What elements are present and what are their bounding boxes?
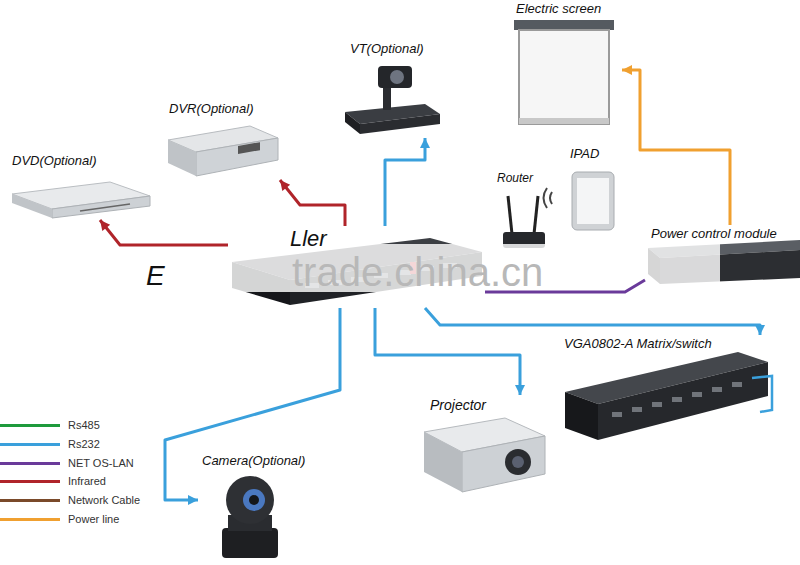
cable-line (425, 308, 760, 335)
legend-row: Infrared (0, 474, 160, 488)
device-node: DVR(Optional) (163, 100, 280, 188)
legend-swatch (0, 424, 60, 427)
arrow-head (622, 65, 632, 75)
title-fragment: E (146, 260, 165, 292)
signal-cable (100, 220, 228, 245)
wifi-symbol (544, 188, 553, 208)
device-label: Ller (290, 226, 327, 251)
signal-cable (425, 308, 765, 335)
legend-swatch (0, 499, 60, 502)
legend-text: Network Cable (68, 493, 140, 507)
projector-figure (424, 418, 545, 492)
device-node: DVD(Optional) (8, 150, 153, 220)
legend-text: Infrared (68, 474, 106, 488)
signal-cable (375, 308, 525, 395)
legend-row: NET OS-LAN (0, 456, 160, 470)
cable-line (375, 308, 520, 395)
device-label: DVR(Optional) (169, 102, 254, 117)
dvr-figure (168, 126, 278, 176)
ptz-camera-figure (222, 476, 278, 558)
device-label: VT(Optional) (350, 42, 424, 57)
arrow-head (100, 220, 110, 231)
device-node: Projector (418, 395, 548, 498)
cable-line (622, 70, 730, 225)
legend-swatch (0, 480, 60, 483)
device-label: Power control module (651, 227, 777, 242)
matrix-node: VGA0802-A Matrix/switch (560, 335, 775, 445)
legend-row: Rs232 (0, 437, 160, 451)
legend-row: Power line (0, 512, 160, 526)
device-label: Projector (430, 397, 486, 413)
cable-line (385, 138, 425, 226)
device-node: Router (495, 170, 550, 252)
dvd-figure (12, 182, 150, 218)
device-node: Camera(Optional) (198, 452, 323, 560)
device-label: IPAD (570, 147, 599, 162)
electric-screen-figure (514, 20, 614, 124)
legend-swatch (0, 443, 60, 446)
device-label: DVD(Optional) (12, 154, 97, 169)
signal-cable (385, 138, 430, 226)
cable-line (100, 220, 228, 245)
arrow-head (420, 138, 430, 148)
legend-text: NET OS-LAN (68, 456, 134, 470)
arrow-head (280, 180, 290, 191)
arrow-head (515, 385, 525, 395)
legend-row: Rs485 (0, 418, 160, 432)
screen-node: Electric screen (512, 2, 622, 128)
matrix-figure (565, 352, 772, 440)
legend-text: Rs485 (68, 418, 100, 432)
arrow-head (188, 495, 198, 505)
device-label: Router (497, 172, 533, 186)
router-figure (503, 196, 545, 248)
module-node: Power control module (645, 225, 795, 285)
ipad-figure (572, 172, 614, 230)
vt-camera-figure (345, 66, 440, 134)
device-node: VT(Optional) (340, 40, 448, 138)
device-label: Camera(Optional) (202, 454, 305, 469)
device-node: IPAD (560, 145, 620, 235)
legend-text: Power line (68, 512, 119, 526)
device-label: Electric screen (516, 2, 601, 17)
legend-swatch (0, 462, 60, 465)
legend-swatch (0, 518, 60, 521)
arrow-head (755, 325, 765, 335)
cable-line (165, 308, 340, 500)
legend-row: Network Cable (0, 493, 160, 507)
legend-text: Rs232 (68, 437, 100, 451)
watermark: trade.china.cn (292, 250, 543, 295)
cable-line (280, 180, 345, 226)
signal-cable (622, 65, 730, 225)
device-label: VGA0802-A Matrix/switch (564, 337, 712, 352)
signal-cable (165, 308, 340, 505)
signal-cable (280, 180, 345, 226)
